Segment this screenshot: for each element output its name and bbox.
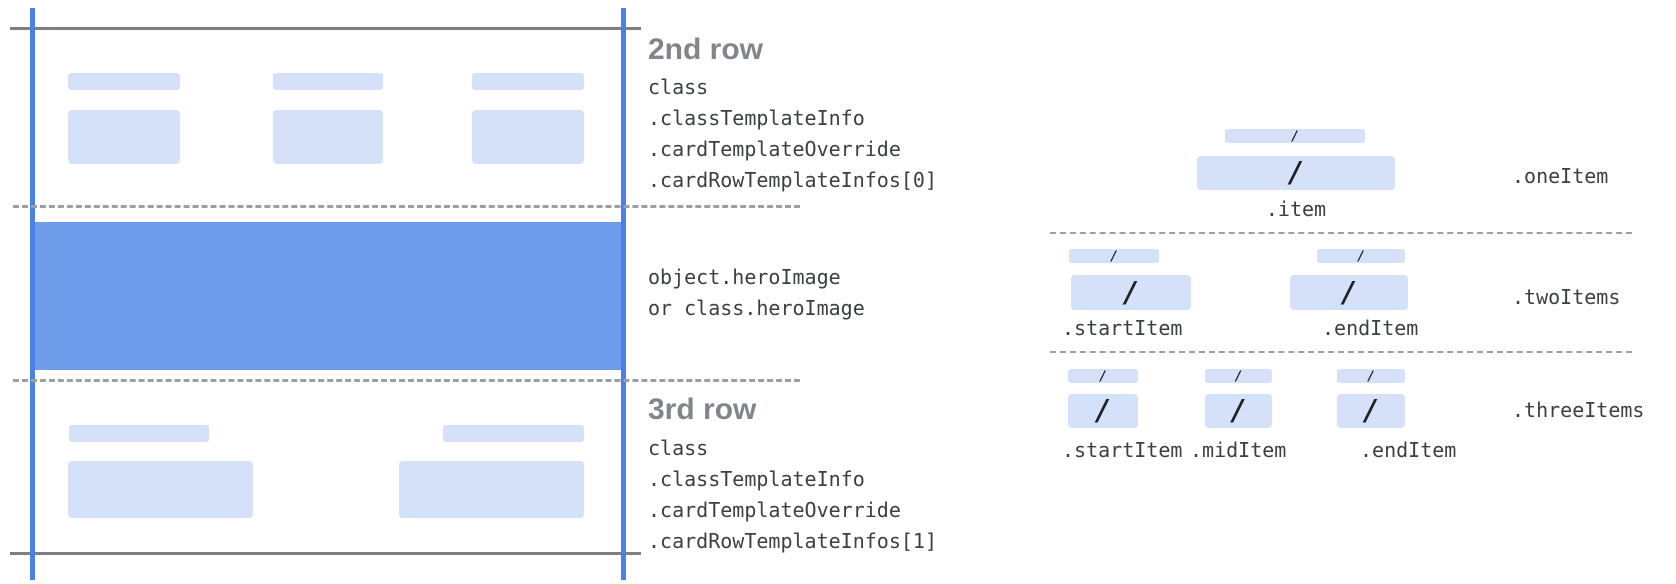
card-left-guide-line <box>30 8 35 580</box>
card-bottom-edge-line <box>10 552 641 555</box>
slash-glyph: / <box>1234 368 1243 384</box>
row3-class-path-code: class .classTemplateInfo .cardTemplateOv… <box>648 436 937 553</box>
three-items-mid-label-bar: / <box>1205 369 1272 383</box>
three-items-mid-value-bar: / <box>1205 394 1272 428</box>
row3-start-body-bar <box>68 461 253 518</box>
card-top-edge-line <box>10 27 641 30</box>
slash-glyph: / <box>1230 394 1247 427</box>
slash-glyph: / <box>1099 368 1107 384</box>
slash-glyph: / <box>1094 394 1112 427</box>
slash-glyph: / <box>1367 368 1375 384</box>
hero-image-code: object.heroImage or class.heroImage <box>648 265 865 320</box>
hero-image-band <box>35 222 621 370</box>
three-items-end-value-bar: / <box>1337 394 1405 428</box>
card-right-guide-line <box>621 8 626 580</box>
two-items-end-label-bar: / <box>1317 249 1405 263</box>
row2-item3-body-bar <box>472 110 584 164</box>
two-items-start-label-bar: / <box>1069 249 1159 263</box>
row2-item2-header-bar <box>273 73 383 90</box>
three-items-end-label: .endItem <box>1360 438 1457 462</box>
three-items-name-label: .threeItems <box>1512 398 1645 422</box>
row2-item1-body-bar <box>68 110 180 164</box>
row3-end-header-bar <box>443 425 584 442</box>
slash-glyph: / <box>1357 248 1365 264</box>
three-items-mid-label: .midItem <box>1190 438 1287 462</box>
right-panel-divider-1 <box>1050 232 1632 234</box>
row2-heading: 2nd row <box>648 33 764 66</box>
slash-glyph: / <box>1110 248 1118 264</box>
two-items-end-label: .endItem <box>1322 316 1419 340</box>
one-item-label-bar: / <box>1225 129 1365 143</box>
row2-item2-body-bar <box>273 110 383 164</box>
three-items-start-label: .startItem <box>1062 438 1183 462</box>
slash-glyph: / <box>1287 156 1305 189</box>
right-panel-divider-2 <box>1050 351 1632 353</box>
slash-glyph: / <box>1340 275 1358 309</box>
row2-item3-header-bar <box>472 73 584 90</box>
slash-glyph: / <box>1362 394 1380 427</box>
row2-class-path-code: class .classTemplateInfo .cardTemplateOv… <box>648 75 937 192</box>
slash-glyph: / <box>1291 128 1299 144</box>
row2-item1-header-bar <box>68 73 180 90</box>
row3-start-header-bar <box>69 425 209 442</box>
row3-heading: 3rd row <box>648 393 757 426</box>
one-item-value-bar: / <box>1197 156 1395 190</box>
two-items-start-label: .startItem <box>1062 316 1183 340</box>
row2-bottom-dashed-divider <box>13 205 800 208</box>
one-item-name-label: .oneItem <box>1512 164 1609 188</box>
two-items-end-value-bar: / <box>1290 275 1408 310</box>
slash-glyph: / <box>1122 275 1140 309</box>
row3-end-body-bar <box>399 461 584 518</box>
one-item-item-label: .item <box>1265 197 1327 221</box>
three-items-start-label-bar: / <box>1068 369 1138 383</box>
two-items-start-value-bar: / <box>1071 275 1191 310</box>
three-items-end-label-bar: / <box>1337 369 1405 383</box>
two-items-name-label: .twoItems <box>1512 285 1621 309</box>
three-items-start-value-bar: / <box>1068 394 1138 428</box>
hero-bottom-dashed-divider <box>13 379 800 382</box>
